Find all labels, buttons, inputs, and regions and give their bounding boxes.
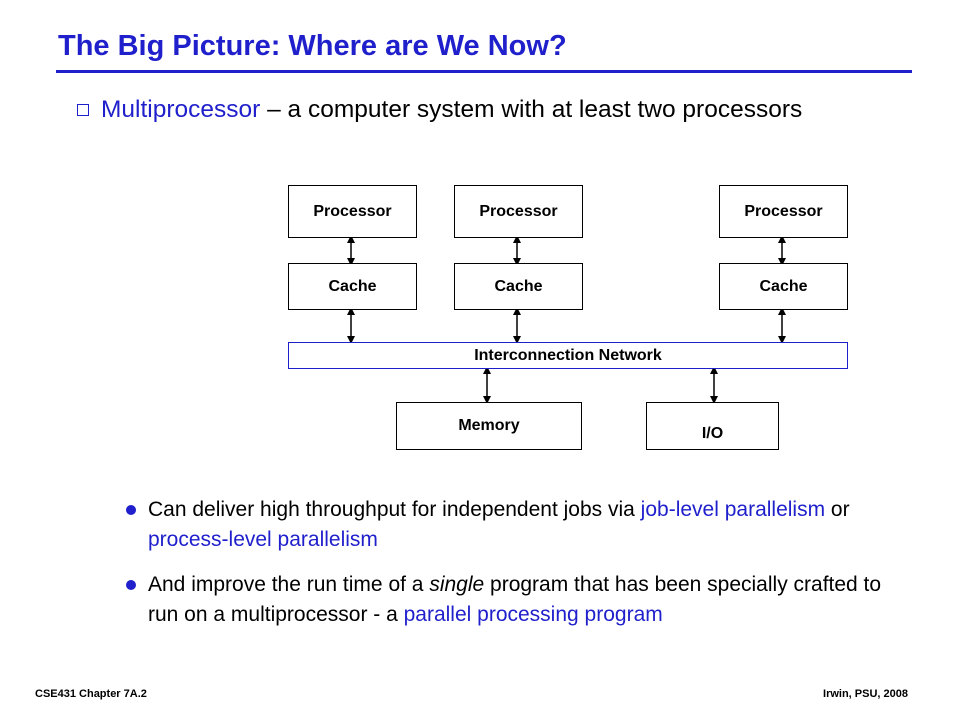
processor-label: Processor xyxy=(479,202,558,220)
cache-box-2: Cache xyxy=(454,263,583,310)
main-bullet: Multiprocessor – a computer system with … xyxy=(77,90,897,129)
processor-box-3: Processor xyxy=(719,185,848,238)
cache-label: Cache xyxy=(494,277,543,295)
io-label: I/O xyxy=(701,425,724,442)
io-box: I/O xyxy=(646,402,779,450)
term-multiprocessor: Multiprocessor xyxy=(101,96,261,123)
text-segment: program that has been specially crafted … xyxy=(148,573,882,626)
processor-label: Processor xyxy=(313,202,392,220)
sub-bullet-text: And improve the run time of a single pro… xyxy=(126,570,906,630)
text-segment: Can deliver high throughput for independ… xyxy=(148,498,641,521)
footer-course: CSE431 Chapter 7A.2 xyxy=(35,688,147,700)
text-segment: or xyxy=(825,498,850,521)
memory-label: Memory xyxy=(458,417,520,434)
round-bullet-icon xyxy=(126,580,136,590)
term-process-level-parallelism: process-level parallelism xyxy=(148,528,378,551)
network-label: Interconnection Network xyxy=(474,346,662,364)
square-bullet-icon xyxy=(77,104,89,116)
footer-author: Irwin, PSU, 2008 xyxy=(823,688,908,700)
term-job-level-parallelism: job-level parallelism xyxy=(640,498,826,521)
processor-box-2: Processor xyxy=(454,185,583,238)
cache-label: Cache xyxy=(328,277,377,295)
emphasis-single: single xyxy=(429,573,485,596)
main-bullet-text: Multiprocessor – a computer system with … xyxy=(77,90,897,129)
cache-box-1: Cache xyxy=(288,263,417,310)
term-definition: – a computer system with at least two pr… xyxy=(260,96,803,123)
cache-box-3: Cache xyxy=(719,263,848,310)
processor-box-1: Processor xyxy=(288,185,417,238)
text-segment: And improve the run time of a xyxy=(148,573,430,596)
title-underline xyxy=(56,70,912,73)
slide-title: The Big Picture: Where are We Now? xyxy=(58,30,567,62)
sub-bullet-runtime: And improve the run time of a single pro… xyxy=(126,570,906,630)
processor-label: Processor xyxy=(744,202,823,220)
sub-bullet-text: Can deliver high throughput for independ… xyxy=(126,495,906,555)
cache-label: Cache xyxy=(759,277,808,295)
memory-box: Memory xyxy=(396,402,582,450)
term-parallel-processing-program: parallel processing program xyxy=(403,603,663,626)
sub-bullet-throughput: Can deliver high throughput for independ… xyxy=(126,495,906,555)
round-bullet-icon xyxy=(126,505,136,515)
interconnection-network-box: Interconnection Network xyxy=(288,342,848,369)
